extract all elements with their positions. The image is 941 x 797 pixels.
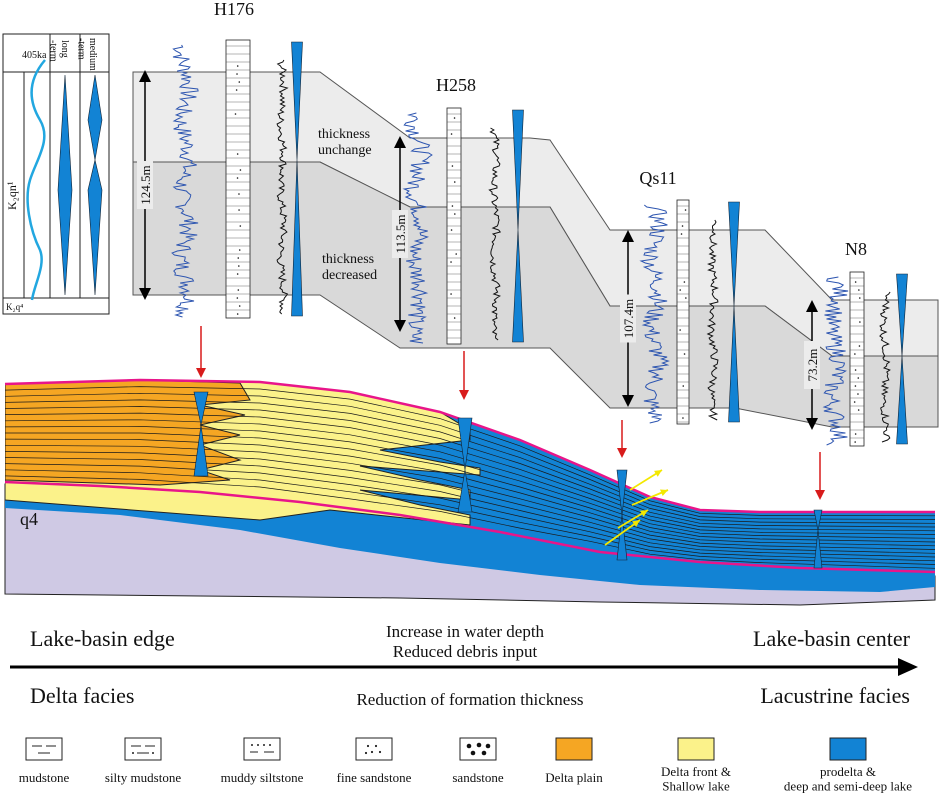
long-term-header: long-term (48, 40, 71, 62)
well-columns: H176 124.5m H258 113.5m Qs11 107.4m N8 73.2m (137, 0, 908, 447)
sequence-boundary-top (4, 378, 935, 514)
lithology-column (676, 199, 690, 425)
thickness-label: 124.5m (138, 165, 153, 204)
debris-input-label: Reduced debris input (393, 642, 538, 661)
legend-label: muddy siltstone (221, 770, 304, 785)
medium-term-cycle-triangle (87, 159, 103, 296)
unit-lower-label: K₂q⁴ (6, 302, 23, 312)
legend-item-sandstone: sandstone (452, 737, 504, 785)
legend-label: silty mudstone (105, 770, 181, 785)
thickness-label: 107.4m (621, 299, 636, 338)
progradation-arrows (604, 469, 669, 546)
section-cycle-triangle (616, 469, 628, 561)
trend-panel: Lake-basin edge Delta facies Increase in… (10, 622, 918, 709)
cycle-triangle (896, 273, 908, 445)
gamma-ray-log (402, 112, 433, 344)
thickness-reduction-label: Reduction of formation thickness (356, 690, 583, 709)
legend-swatch (677, 737, 715, 761)
well-name: N8 (845, 239, 867, 259)
legend-swatch (243, 737, 281, 761)
legend-label: Delta front &Shallow lake (661, 764, 731, 793)
gamma-ray-log (639, 204, 670, 424)
resistivity-log (276, 59, 289, 315)
lithology-column (849, 271, 865, 447)
legend-label: sandstone (452, 770, 504, 785)
well-name: H176 (214, 0, 254, 19)
legend-label: mudstone (19, 770, 70, 785)
legend-label: prodelta &deep and semi-deep lake (784, 764, 912, 793)
resistivity-log (706, 219, 719, 421)
legend-swatch (555, 737, 593, 761)
red-arrows (196, 326, 825, 500)
legend-item-prodelta: prodelta &deep and semi-deep lake (784, 737, 912, 793)
section-cycle-triangle (457, 417, 473, 513)
legend-item-delta-front: Delta front &Shallow lake (661, 737, 731, 793)
lake-basin-edge-label: Lake-basin edge (30, 626, 175, 651)
well-h176: H176 124.5m (137, 0, 303, 319)
medium-term-header: medium-term (76, 38, 99, 71)
thickness-label: 113.5m (393, 215, 408, 254)
resistivity-log (488, 127, 502, 341)
well-name: H258 (436, 75, 476, 95)
sequence-boundary-base (4, 480, 936, 574)
lacustrine-facies-label: Lacustrine facies (760, 683, 910, 708)
well-h258: H258 113.5m (392, 75, 524, 345)
well-qs11: Qs11 107.4m (620, 168, 740, 425)
q4-label: q4 (20, 509, 38, 529)
cycle-triangle (512, 109, 524, 343)
well-n8: N8 73.2m (804, 239, 908, 447)
delta-facies-label: Delta facies (30, 683, 134, 708)
legend-item-delta-plain: Delta plain (545, 737, 603, 785)
curve-label: 405ka (22, 50, 47, 61)
legend-item-mudstone: mudstone (19, 737, 70, 785)
lithology-column (225, 39, 251, 319)
legend-swatch (124, 737, 162, 761)
legend: mudstone silty mudstone muddy siltstone fin… (19, 737, 912, 793)
legend-item-muddy-siltstone: muddy siltstone (221, 737, 304, 785)
long-term-cycle-triangle (57, 74, 73, 296)
legend-item-silty-mudstone: silty mudstone (105, 737, 181, 785)
legend-swatch (829, 737, 867, 761)
cycle-panel: 405ka long-term medium-term K₂qn¹ K₂q⁴ (2, 33, 110, 315)
legend-swatch (459, 737, 497, 761)
legend-label: Delta plain (545, 770, 603, 785)
legend-swatch (355, 737, 393, 761)
gamma-ray-log (822, 276, 849, 446)
405ka-cycle-curve (26, 59, 46, 301)
cycle-triangle (728, 201, 740, 423)
section-cycle-triangle (193, 391, 209, 477)
legend-label: fine sandstone (337, 770, 412, 785)
water-depth-label: Increase in water depth (386, 622, 545, 641)
thickness-label: 73.2m (805, 349, 820, 382)
lake-basin-center-label: Lake-basin center (753, 626, 911, 651)
unit-upper-label: K₂qn¹ (5, 181, 19, 210)
gamma-ray-log (171, 44, 199, 318)
legend-item-fine-sandstone: fine sandstone (337, 737, 412, 785)
resistivity-log (879, 291, 891, 443)
well-name: Qs11 (639, 168, 676, 188)
section-cycle-triangle (813, 509, 823, 569)
cycle-triangle (291, 41, 303, 317)
legend-swatch (25, 737, 63, 761)
